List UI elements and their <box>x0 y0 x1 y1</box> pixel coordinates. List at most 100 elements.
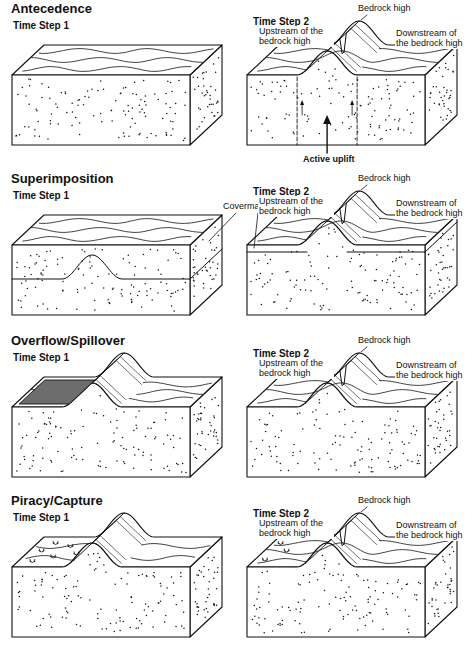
rock-stipple <box>17 94 19 96</box>
rock-stipple <box>323 305 325 307</box>
leader-line <box>361 185 367 190</box>
rock-stipple <box>158 602 160 604</box>
rock-stipple <box>42 458 44 460</box>
rock-stipple <box>341 580 343 582</box>
rock-stipple <box>42 270 44 272</box>
rock-stipple <box>47 138 49 140</box>
rock-stipple <box>165 103 167 105</box>
rock-stipple <box>175 291 177 293</box>
rock-stipple <box>198 86 200 88</box>
cover-boundary <box>247 252 307 253</box>
rock-stipple <box>55 426 57 428</box>
rock-stipple <box>437 284 439 286</box>
rock-stipple <box>375 280 377 282</box>
river-line <box>267 221 438 233</box>
rock-stipple <box>352 83 354 85</box>
rock-stipple <box>213 63 215 65</box>
rock-stipple <box>326 288 328 290</box>
rock-stipple <box>208 588 210 590</box>
rock-stipple <box>397 129 399 131</box>
rock-stipple <box>271 273 273 275</box>
rock-stipple <box>91 89 93 91</box>
rock-stipple <box>381 98 383 100</box>
rock-stipple <box>432 599 434 601</box>
rock-stipple <box>288 607 290 609</box>
rock-stipple <box>374 110 376 112</box>
block-diagram <box>12 353 222 477</box>
rock-stipple <box>100 113 102 115</box>
rock-stipple <box>40 624 42 626</box>
rock-stipple <box>17 609 19 611</box>
rock-stipple <box>325 72 327 74</box>
rock-stipple <box>396 90 398 92</box>
rock-stipple <box>428 253 430 255</box>
rock-stipple <box>322 555 324 557</box>
rock-stipple <box>64 273 66 275</box>
rock-stipple <box>390 105 392 107</box>
rock-stipple <box>208 569 210 571</box>
rock-stipple <box>407 109 409 111</box>
rock-stipple <box>342 246 344 248</box>
rock-stipple <box>183 627 185 629</box>
rock-stipple <box>437 250 439 252</box>
rock-stipple <box>301 632 303 634</box>
rock-stipple <box>203 576 205 578</box>
rock-stipple <box>448 98 450 100</box>
rock-stipple <box>55 103 57 105</box>
feature-label: Bedrock high <box>357 173 412 183</box>
rock-stipple <box>151 299 153 301</box>
rock-stipple <box>81 409 83 411</box>
rock-stipple <box>310 290 312 292</box>
rock-stipple <box>170 82 172 84</box>
rock-stipple <box>408 616 410 618</box>
block-front <box>247 383 425 477</box>
rock-stipple <box>416 289 418 291</box>
rock-stipple <box>62 290 64 292</box>
rock-stipple <box>268 593 270 595</box>
rock-stipple <box>305 289 307 291</box>
rock-stipple <box>419 455 421 457</box>
rock-stipple <box>207 106 209 108</box>
ridge-hachure <box>355 357 381 381</box>
rock-stipple <box>265 424 267 426</box>
rock-stipple <box>198 413 200 415</box>
rock-stipple <box>100 608 102 610</box>
rock-stipple <box>366 295 368 297</box>
rock-stipple <box>217 101 219 103</box>
rock-stipple <box>19 596 21 598</box>
rock-stipple <box>97 90 99 92</box>
rock-stipple <box>20 300 22 302</box>
rock-stipple <box>150 288 152 290</box>
rock-stipple <box>16 267 18 269</box>
rock-stipple <box>443 414 445 416</box>
rock-stipple <box>418 460 420 462</box>
rock-stipple <box>354 462 356 464</box>
rock-stipple <box>417 454 419 456</box>
rock-stipple <box>318 69 320 71</box>
rock-stipple <box>438 400 440 402</box>
rock-stipple <box>36 625 38 627</box>
feature-label: Downstream of the bedrock high <box>395 360 471 381</box>
rock-stipple <box>194 443 196 445</box>
rock-stipple <box>331 88 333 90</box>
rock-stipple <box>210 267 212 269</box>
rock-stipple <box>403 444 405 446</box>
block-front <box>12 543 190 637</box>
rock-stipple <box>44 423 46 425</box>
rock-stipple <box>406 294 408 296</box>
rock-stipple <box>378 127 380 129</box>
rock-stipple <box>113 440 115 442</box>
rock-stipple <box>65 617 67 619</box>
rock-stipple <box>176 604 178 606</box>
rock-stipple <box>367 300 369 302</box>
rock-stipple <box>160 600 162 602</box>
rock-stipple <box>97 276 99 278</box>
rock-stipple <box>386 130 388 132</box>
rock-stipple <box>173 249 175 251</box>
rock-stipple <box>442 291 444 293</box>
rock-stipple <box>35 437 37 439</box>
rock-stipple <box>307 115 309 117</box>
rock-stipple <box>262 572 264 574</box>
rock-stipple <box>296 279 298 281</box>
rock-stipple <box>278 437 280 439</box>
